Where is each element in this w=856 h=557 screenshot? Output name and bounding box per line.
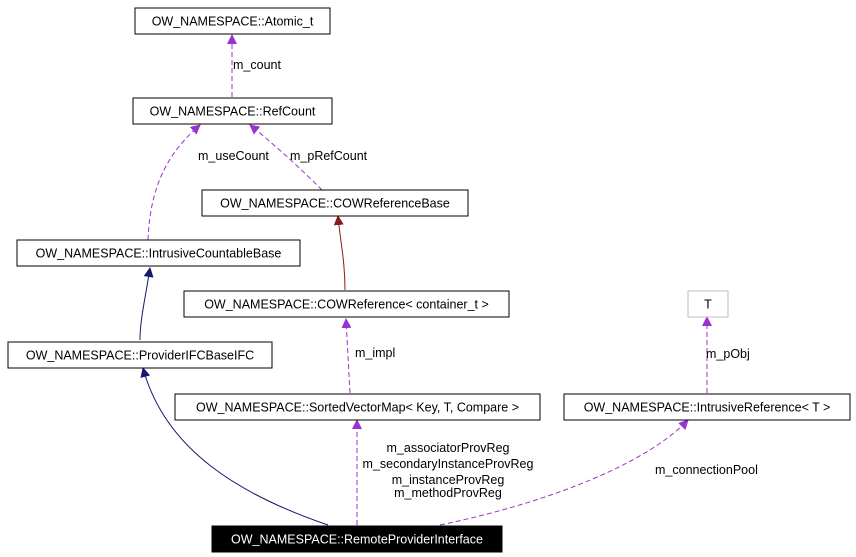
node-refcount-label: OW_NAMESPACE::RefCount	[150, 105, 316, 119]
node-providerifc[interactable]: OW_NAMESPACE::ProviderIFCBaseIFC	[7, 341, 273, 369]
node-remoteprovider[interactable]: OW_NAMESPACE::RemoteProviderInterface	[211, 525, 503, 553]
node-atomic-label: OW_NAMESPACE::Atomic_t	[152, 15, 314, 29]
node-sortedvectormap-label: OW_NAMESPACE::SortedVectorMap< Key, T, C…	[196, 401, 519, 415]
label-m-connectionpool: m_connectionPool	[655, 463, 758, 477]
label-member-1: m_associatorProvReg	[387, 441, 510, 455]
node-cowrefbase-label: OW_NAMESPACE::COWReferenceBase	[220, 197, 450, 211]
edge-svm-cowref	[341, 318, 352, 394]
node-atomic[interactable]: OW_NAMESPACE::Atomic_t	[134, 7, 331, 35]
edge-countable-refcount	[147, 124, 201, 241]
node-remoteprovider-label: OW_NAMESPACE::RemoteProviderInterface	[231, 533, 483, 547]
node-t-param[interactable]: T	[687, 290, 729, 318]
edge-cowrefbase-refcount	[249, 124, 323, 191]
node-cowrefbase[interactable]: OW_NAMESPACE::COWReferenceBase	[201, 189, 469, 217]
node-intrusiveref-label: OW_NAMESPACE::IntrusiveReference< T >	[584, 401, 831, 415]
node-t-param-label: T	[704, 298, 712, 312]
edges	[139, 34, 712, 526]
node-cowref-label: OW_NAMESPACE::COWReference< container_t …	[204, 298, 489, 312]
label-m-count: m_count	[233, 58, 281, 72]
edge-labels: m_count m_useCount m_pRefCount m_impl m_…	[198, 58, 758, 500]
edge-remote-intrusiveref	[439, 419, 689, 526]
label-m-impl: m_impl	[355, 346, 395, 360]
node-refcount[interactable]: OW_NAMESPACE::RefCount	[132, 97, 333, 125]
label-member-4: m_methodProvReg	[394, 486, 502, 500]
edge-cowref-cowrefbase	[333, 215, 346, 291]
node-intrusivecountable-label: OW_NAMESPACE::IntrusiveCountableBase	[36, 247, 282, 261]
label-m-prefcount: m_pRefCount	[290, 149, 368, 163]
label-member-2: m_secondaryInstanceProvReg	[363, 457, 534, 471]
node-providerifc-label: OW_NAMESPACE::ProviderIFCBaseIFC	[26, 349, 254, 363]
node-sortedvectormap[interactable]: OW_NAMESPACE::SortedVectorMap< Key, T, C…	[174, 393, 541, 421]
node-intrusivecountable[interactable]: OW_NAMESPACE::IntrusiveCountableBase	[16, 239, 301, 267]
edge-providerifc-countable	[139, 267, 154, 341]
label-member-3: m_instanceProvReg	[392, 473, 505, 487]
node-cowref[interactable]: OW_NAMESPACE::COWReference< container_t …	[183, 290, 510, 318]
label-m-usecount: m_useCount	[198, 149, 269, 163]
node-intrusiveref[interactable]: OW_NAMESPACE::IntrusiveReference< T >	[563, 393, 851, 421]
edge-remote-providerifc	[140, 367, 329, 526]
label-m-pobj: m_pObj	[706, 347, 750, 361]
